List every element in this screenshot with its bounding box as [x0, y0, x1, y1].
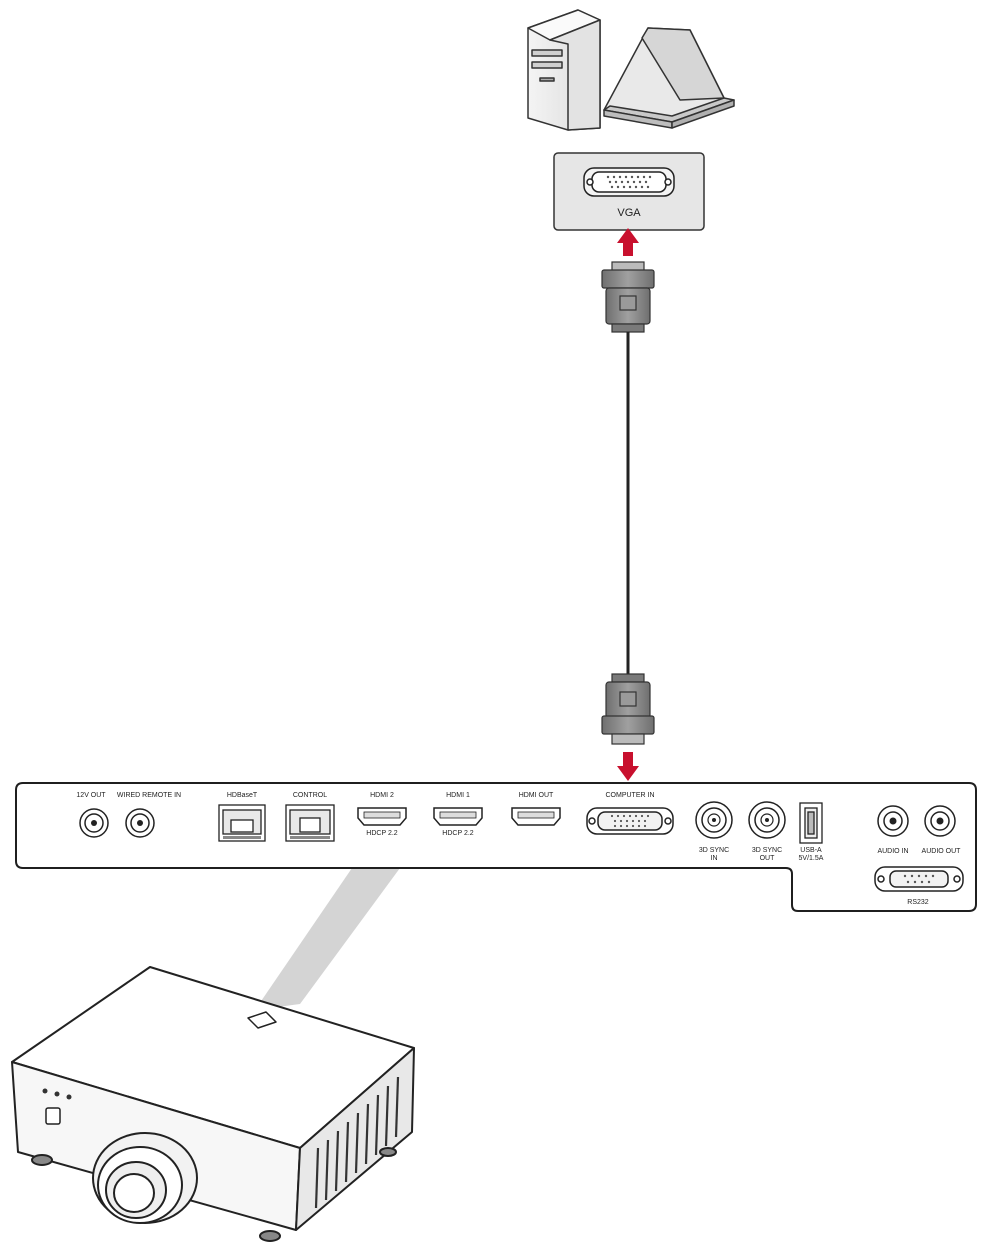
port-label-hdbaset: HDBaseT	[227, 792, 258, 799]
port-label-3d-sync-out-line1: 3D SYNC	[752, 847, 782, 854]
port-hdbaset: HDBaseT	[218, 792, 266, 842]
port-label-hdmi-2: HDMI 2	[370, 792, 394, 799]
port-label-wired-remote-in: WIRED REMOTE IN	[117, 792, 181, 799]
vga-port-box: VGA	[553, 152, 705, 231]
port-label-computer-in: COMPUTER IN	[606, 792, 655, 799]
port-computer-in: COMPUTER IN	[586, 792, 674, 835]
port-label-hdmi-out: HDMI OUT	[519, 792, 554, 799]
port-usb-a: USB-A 5V/1.5A	[799, 802, 824, 862]
port-label-usb-a-line2: 5V/1.5A	[799, 855, 824, 862]
port-label-rs232: RS232	[907, 899, 929, 906]
computer-icon	[527, 9, 735, 131]
vga-plug-top-icon	[601, 261, 655, 333]
port-sublabel-hdmi-2: HDCP 2.2	[366, 830, 397, 837]
projector-icon	[11, 966, 415, 1242]
vga-port-icon	[583, 167, 675, 197]
port-label-3d-sync-in-line2: IN	[711, 855, 718, 862]
port-label-control: CONTROL	[293, 792, 327, 799]
port-label-12v-out: 12V OUT	[76, 792, 106, 799]
port-label-hdmi-1: HDMI 1	[446, 792, 470, 799]
laptop-icon	[603, 27, 735, 129]
desktop-tower-icon	[527, 9, 601, 131]
port-label-3d-sync-out-line2: OUT	[760, 855, 776, 862]
port-control: CONTROL	[285, 792, 335, 842]
port-hdmi-2: HDMI 2 HDCP 2.2	[357, 792, 407, 837]
port-hdmi-1: HDMI 1 HDCP 2.2	[433, 792, 483, 837]
port-3d-sync-in: 3D SYNC IN	[695, 801, 733, 862]
port-label-3d-sync-in-line1: 3D SYNC	[699, 847, 729, 854]
vga-plug-bottom-icon	[601, 673, 655, 745]
rear-panel: 12V OUT WIRED REMOTE IN HDBaseT CONTROL	[15, 782, 977, 912]
port-sublabel-hdmi-1: HDCP 2.2	[442, 830, 473, 837]
port-hdmi-out: HDMI OUT	[511, 792, 561, 826]
port-rs232: RS232	[874, 866, 964, 906]
port-audio-out: AUDIO OUT	[922, 805, 962, 855]
port-12v-out: 12V OUT	[76, 792, 109, 838]
vga-port-label: VGA	[617, 207, 641, 219]
port-wired-remote-in: WIRED REMOTE IN	[117, 792, 181, 838]
port-3d-sync-out: 3D SYNC OUT	[748, 801, 786, 862]
arrow-down-icon	[617, 752, 639, 781]
port-audio-in: AUDIO IN	[877, 805, 909, 855]
projection-beam	[255, 868, 400, 1010]
arrow-up-icon	[617, 228, 639, 256]
port-label-audio-out: AUDIO OUT	[922, 848, 962, 855]
port-label-audio-in: AUDIO IN	[877, 848, 908, 855]
port-label-usb-a-line1: USB-A	[800, 847, 822, 854]
